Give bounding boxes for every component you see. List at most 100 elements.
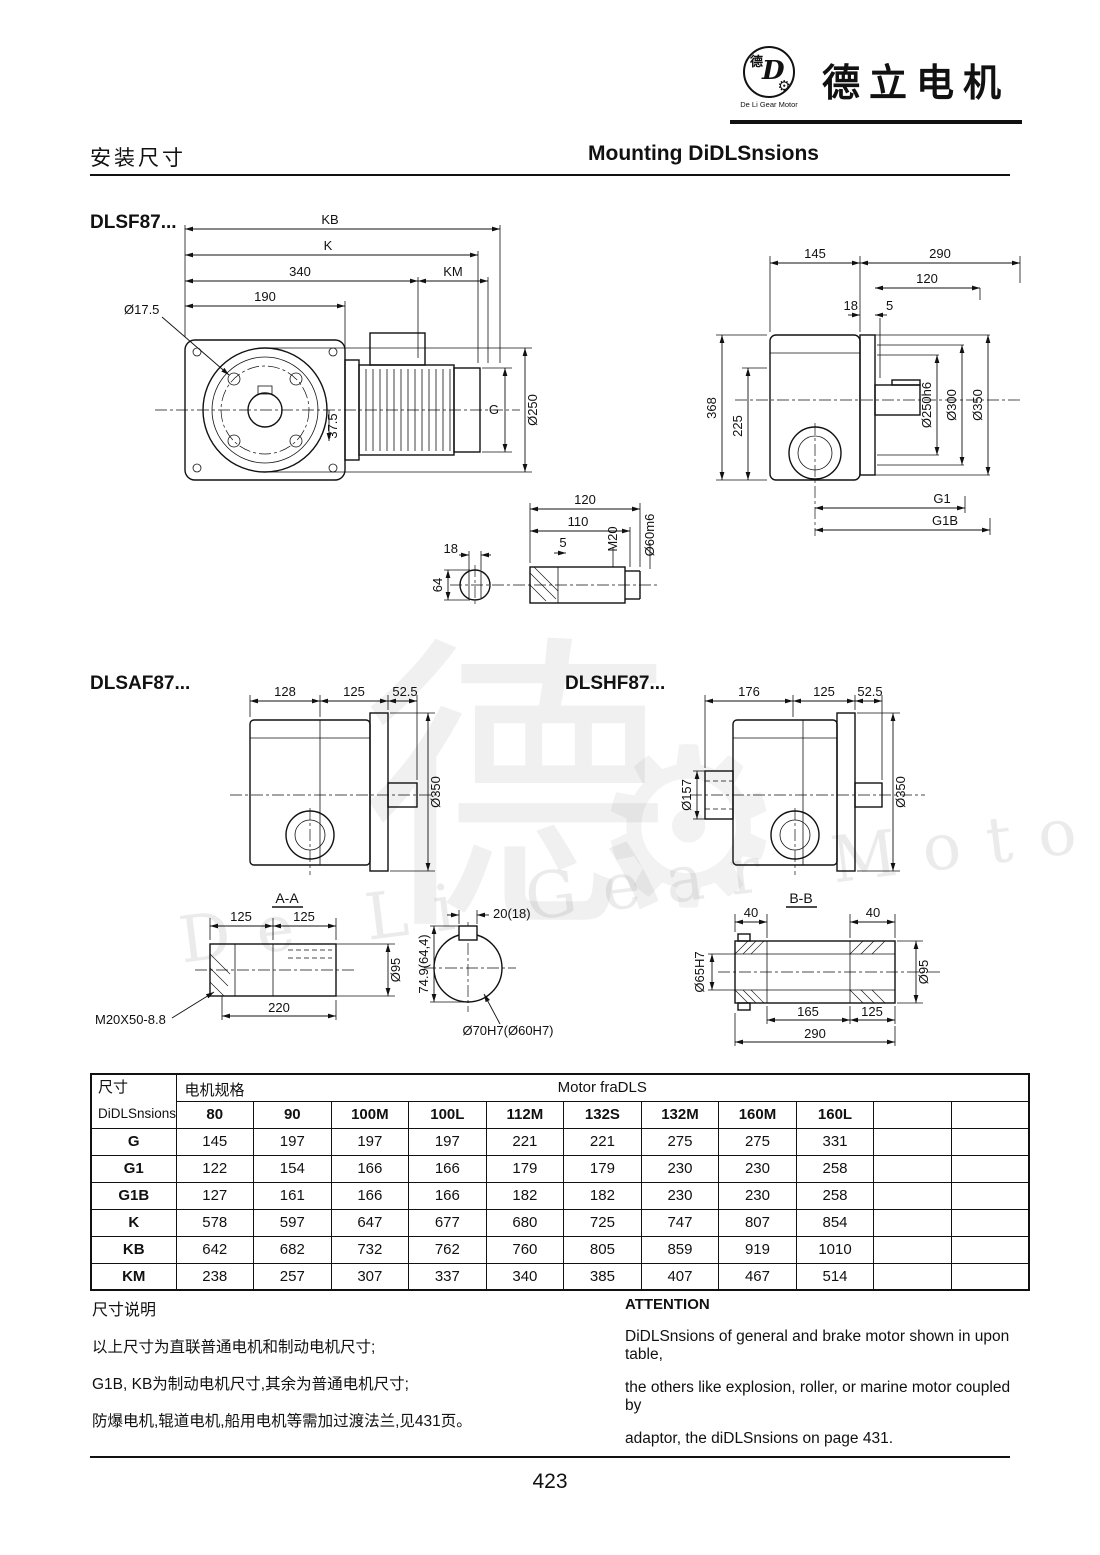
dim-value-cell: 307 [330,1262,410,1291]
dim-value-cell [873,1127,952,1156]
dim-value-cell: 221 [485,1127,565,1156]
dim-label: M20X50-8.8 [95,1012,166,1027]
dim-value-cell: 197 [408,1127,487,1156]
dim-value-cell: 182 [485,1181,565,1210]
dim-value-cell [950,1208,1030,1237]
logo-d-letter: D [762,56,785,86]
brand-underline [730,120,1022,124]
dlsf-front-parts [155,332,520,481]
dim-value-cell [950,1235,1030,1264]
dim-value-cell: 680 [485,1208,565,1237]
dim-value-cell: 127 [175,1181,255,1210]
bb-dimensions: 40 40 Ø95 Ø65H7 165 125 290 [692,905,931,1046]
dim-row-label: KM [90,1262,177,1291]
dim-value-cell: 762 [408,1235,487,1264]
logo-gear-icon: ⚙ [777,78,791,95]
dim-value-cell: 145 [175,1127,255,1156]
dim-value-cell: 682 [253,1235,332,1264]
dim-value-cell: 467 [718,1262,797,1291]
dim-label: Ø250h6 [919,382,934,428]
motor-spec-label-cn: 电机规格 [184,1082,245,1099]
dim-label: 40 [744,905,758,920]
notes-cn-line-2: G1B, KB为制动电机尺寸,其余为普通电机尺寸; [92,1376,409,1393]
dim-value-cell: 597 [253,1208,332,1237]
dim-label: 225 [730,415,745,437]
dim-value-cell [873,1262,952,1291]
bb-parts: B-B [718,890,940,1011]
table-spec-header: 电机规格 Motor fraDLS [175,1073,1030,1102]
dim-label: 5 [886,298,893,313]
dim-label: 120 [574,492,596,507]
dim-label: Ø300 [944,389,959,421]
section-aa-title: A-A [275,890,299,906]
notes-en-line-1: DiDLSnsions of general and brake motor s… [625,1328,1010,1363]
dim-label: 340 [289,264,311,279]
dim-value-cell: 647 [330,1208,410,1237]
dim-label: 52.5 [857,684,882,699]
brand-logo: 德 D ⚙ De Li Gear Motor [730,46,808,109]
dim-value-cell [873,1235,952,1264]
dim-label: Ø17.5 [124,302,159,317]
dim-label: KB [321,212,338,227]
dim-value-cell: 805 [563,1235,642,1264]
dim-label: Ø350 [428,776,443,808]
dim-value-cell: 161 [253,1181,332,1210]
dim-label: 40 [866,905,880,920]
notes-chinese: 尺寸说明 以上尺寸为直联普通电机和制动电机尺寸; G1B, KB为制动电机尺寸,… [92,1296,597,1431]
hub-dimensions: 20(18) 74.9(64,4) Ø70H7(Ø60H7) [416,906,554,1038]
section-bb-drawing: B-B 40 [692,890,940,1046]
frame-header-cell [873,1100,952,1129]
dim-label: 120 [916,271,938,286]
aa-dimensions: 125 125 Ø95 220 M20X50-8.8 [95,909,403,1027]
dim-value-cell: 182 [563,1181,642,1210]
dim-label: 190 [254,289,276,304]
dim-value-cell: 919 [718,1235,797,1264]
dim-value-cell: 257 [253,1262,332,1291]
dim-value-cell: 725 [563,1208,642,1237]
dim-value-cell: 514 [795,1262,875,1291]
dim-value-cell: 230 [718,1154,797,1183]
shaft-detail-parts [450,565,658,605]
dim-label: 368 [704,397,719,419]
title-rule [90,174,1010,176]
dim-value-cell [873,1208,952,1237]
dim-label: Ø250 [525,394,540,426]
notes-cn-title: 尺寸说明 [92,1302,157,1319]
corner-label-cn: 尺寸 [98,1079,129,1097]
dim-label: Ø350 [893,776,908,808]
section-label-dlsf87: DLSF87... [90,212,177,233]
aa-parts: A-A [195,890,355,997]
dim-value-cell: 677 [408,1208,487,1237]
dim-label: Ø65H7 [692,951,707,992]
dim-value-cell: 859 [640,1235,720,1264]
dim-value-cell: 230 [640,1181,720,1210]
dim-value-cell: 238 [175,1262,255,1291]
logo-emblem: 德 D ⚙ [743,46,795,98]
section-label-dlsaf87: DLSAF87... [90,673,191,694]
dim-label: 37.5 [325,413,340,438]
dim-value-cell: 854 [795,1208,875,1237]
dim-label: Ø95 [388,958,403,983]
dim-value-cell: 385 [563,1262,642,1291]
corner-label-en: DiDLSnsions [98,1106,177,1122]
frame-header-cell: 160L [795,1100,875,1129]
dim-label: 145 [804,246,826,261]
hub-parts [424,922,516,1012]
dim-label: 20(18) [493,906,531,921]
footer-rule [90,1456,1010,1458]
dim-value-cell: 275 [718,1127,797,1156]
section-bb-title: B-B [789,890,812,906]
dim-label: G [489,402,499,417]
frame-header-cell: 90 [253,1100,332,1129]
frame-header-cell: 132M [640,1100,720,1129]
table-corner-cell: 尺寸 DiDLSnsions [90,1073,177,1129]
dlsf87-side-view-drawing: 145 290 120 18 5 368 225 Ø250h6 Ø [704,246,1021,536]
dim-value-cell: 230 [718,1181,797,1210]
dim-value-cell: 154 [253,1154,332,1183]
dim-label: 125 [813,684,835,699]
dim-value-cell [950,1154,1030,1183]
